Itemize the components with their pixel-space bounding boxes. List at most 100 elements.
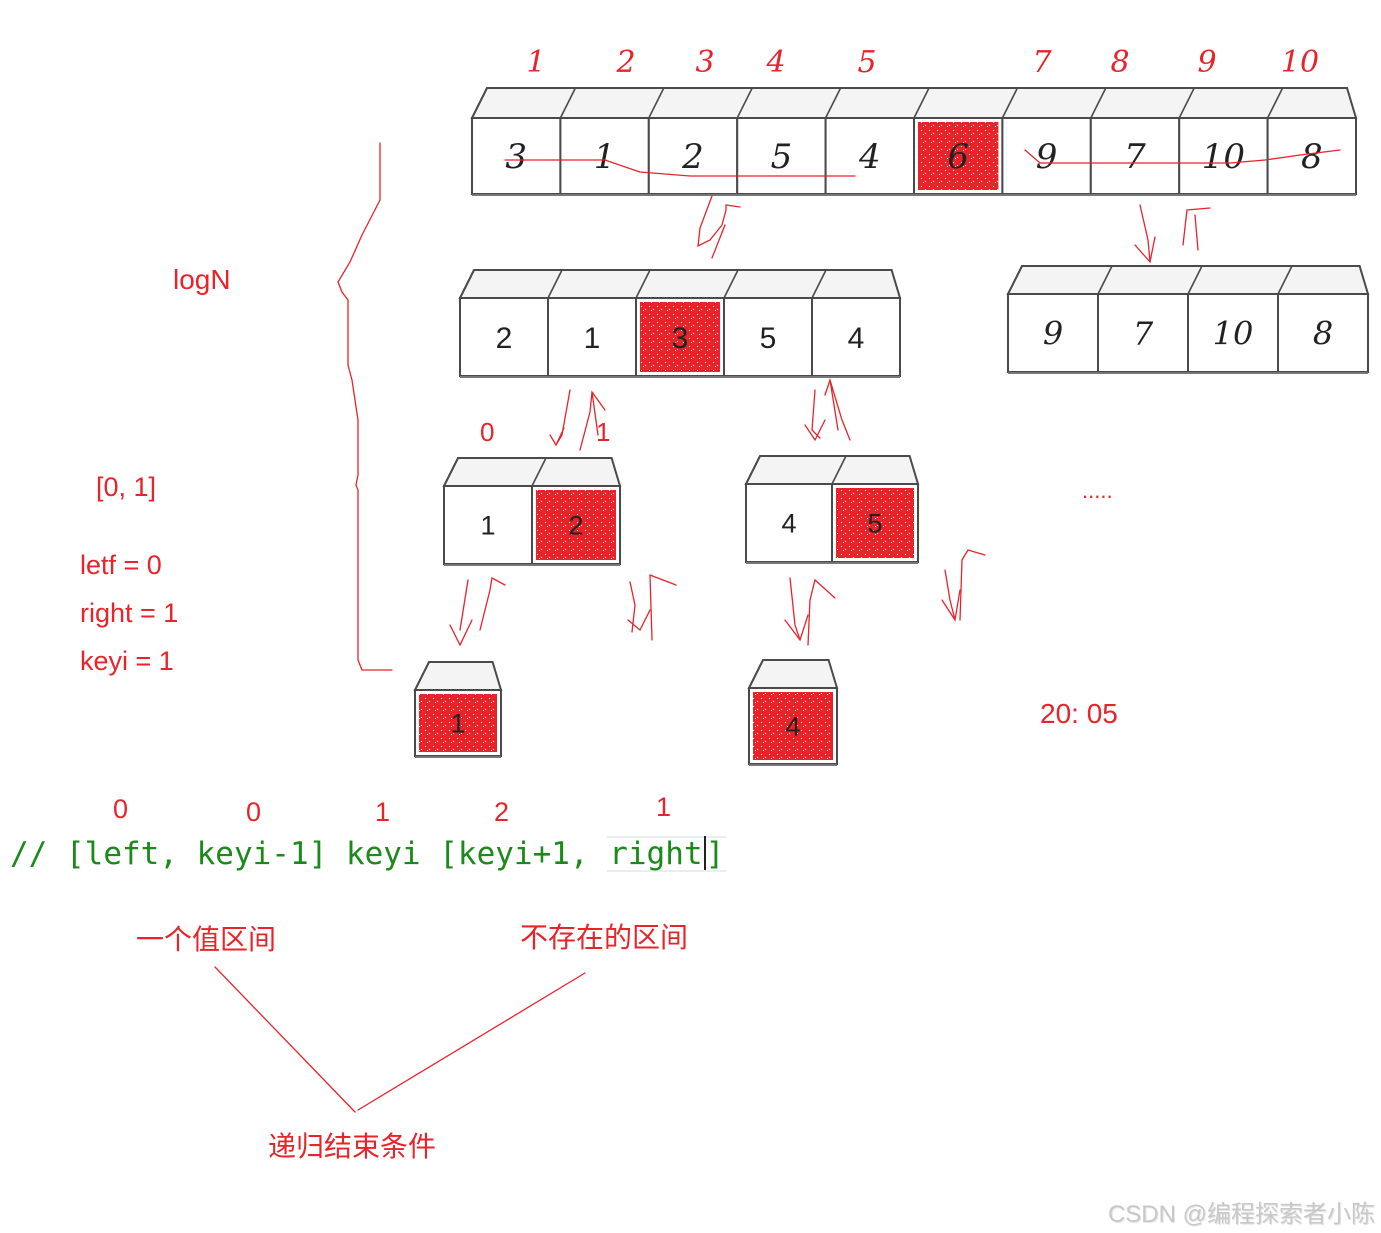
interval-label: [0, 1] [96,472,157,502]
ellipsis: ..... [1082,478,1113,503]
array-cell-value: 9 [1036,137,1058,177]
array-cell-value: 8 [1301,137,1323,177]
code-value-left: 0 [113,794,129,824]
pivot-highlight [918,122,999,190]
pivot-highlight [836,488,914,558]
recursion-arrow [941,569,961,622]
position-index-label: 10 [1281,45,1319,80]
array-cell: 1 [414,661,502,757]
position-index-label: 8 [1110,45,1129,80]
pivot-highlight [536,490,616,560]
array-cell: 3 [635,269,725,377]
array-cell-value: 5 [760,322,777,355]
strike-right-partition [1024,149,1341,164]
array-cell-value: 3 [672,322,689,355]
array-cell: 6 [913,87,1004,195]
array-cell: 4 [748,659,838,765]
array-cell: 4 [824,87,915,195]
array-cell-value: 2 [681,137,704,177]
strike-left-partition [504,159,856,177]
position-index-label: 5 [857,45,876,80]
array-cell: 2 [459,269,549,377]
array-cell-box [443,485,533,565]
recursion-end-label: 递归结束条件 [268,1131,437,1162]
array-level3-right: 4 [747,659,839,766]
array-cell-value: 1 [584,322,601,355]
position-index-label: 7 [1032,45,1052,80]
recursion-arrow [549,389,571,447]
array-cell-value: 6 [947,137,969,177]
array-cell: 7 [1089,87,1181,195]
one-value-interval-label: 一个值区间 [136,924,277,955]
position-index-label: 3 [695,45,714,80]
array-level3-left: 1 [413,661,503,758]
position-index-label: 4 [765,45,785,80]
pivot-highlight [640,302,720,372]
array-cell: 5 [831,455,919,563]
pivot-highlight [753,692,833,760]
array-cell: 4 [745,455,833,563]
text-caret [703,836,706,870]
array-cell-value: 5 [867,509,882,539]
code-right-token: right [609,836,703,872]
array-cell: 1 [443,457,533,565]
array-cell-value: 1 [450,709,465,739]
timestamp-label: 20: 05 [1040,698,1118,729]
recursion-arrow [804,389,826,442]
code-comment-line: // [left, keyi-1] keyi [keyi+1, right] [10,836,726,872]
connector-line-right [357,972,586,1111]
code-suffix: ] [705,836,725,872]
array-cell-value: 7 [1124,137,1146,177]
code-value-keyi-minus-1: 0 [246,797,262,827]
array-cell-box [811,297,901,377]
recursion-arrow [479,576,506,631]
array-cell-value: 1 [594,137,616,177]
array-top-face [470,87,1358,119]
array-cell-value: 10 [1213,315,1254,353]
recursion-arrow [711,224,726,259]
array-cell-value: 7 [1133,315,1154,353]
array-cell-value: 3 [505,137,527,177]
recursion-arrow [1182,207,1211,251]
array-cell-value: 2 [496,322,513,355]
array-cell-box [559,117,650,195]
recursion-arrow [449,579,473,647]
array-top-face [747,659,839,689]
hand-drawn-strokes [214,142,1341,1113]
logN-brace [337,142,393,671]
array-cell-value: 10 [1202,137,1245,177]
array-cell-value: 4 [858,137,881,177]
code-prefix: // [left, keyi-1] keyi [keyi+1, [10,836,608,872]
array-cell-box [1089,117,1181,195]
array-cell: 8 [1277,265,1369,373]
array-cell-box [459,297,549,377]
depth-label: logN [173,264,231,295]
array-cell-value: 9 [1043,315,1063,353]
array-top-face [1006,265,1370,295]
array-top-face [413,661,503,691]
right-assign-label: right = 1 [80,598,179,628]
array-level1-right: 9 7 10 8 [1006,265,1370,374]
recursion-arrow [697,195,741,248]
position-index-label: 1 [526,45,545,80]
recursion-arrow [579,390,606,451]
array-cell-value: 8 [1313,315,1333,353]
recursion-arrow [784,577,809,642]
array-cell-value: 4 [848,322,865,355]
array-level0: 3 1 2 5 4 6 9 7 10 8 [470,87,1358,196]
array-cell-box [745,483,833,563]
array-level1-left: 2 1 3 5 4 [458,269,902,378]
array-cell: 7 [1097,265,1189,373]
array-cell: 4 [811,269,901,377]
array-cell-value: 5 [771,137,793,177]
recursion-arrow [627,574,677,641]
nonexistent-interval-label: 不存在的区间 [520,922,689,953]
array-cell: 2 [531,457,621,565]
csdn-watermark: CSDN @编程探索者小陈 [1107,1201,1375,1228]
array-cell-value: 4 [781,509,796,539]
array-cell-value: 4 [785,712,800,742]
